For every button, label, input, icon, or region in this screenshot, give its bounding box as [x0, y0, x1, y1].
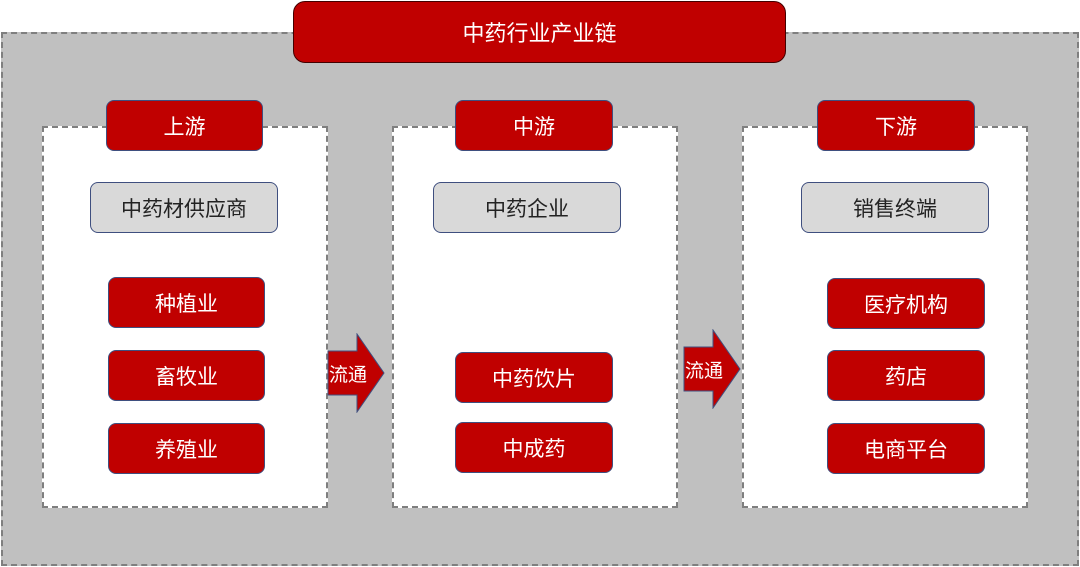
- downstream-tag: 下游: [817, 100, 975, 151]
- downstream-item: 医疗机构: [827, 278, 985, 329]
- upstream-header: 中药材供应商: [90, 182, 278, 233]
- right-arrow-icon: [327, 333, 385, 413]
- midstream-item: 中成药: [455, 422, 613, 473]
- downstream-item: 药店: [827, 350, 985, 401]
- right-arrow-icon: [683, 329, 741, 409]
- diagram-title: 中药行业产业链: [293, 1, 786, 63]
- flow-label: 流通: [329, 364, 368, 386]
- downstream-header: 销售终端: [801, 182, 989, 233]
- flow-label: 流通: [685, 360, 724, 382]
- flow-arrow-2: 流通: [683, 329, 741, 409]
- upstream-item: 畜牧业: [108, 350, 265, 401]
- midstream-header: 中药企业: [433, 182, 621, 233]
- upstream-item: 养殖业: [108, 423, 265, 474]
- midstream-tag: 中游: [455, 100, 613, 151]
- flow-arrow-1: 流通: [327, 333, 385, 413]
- upstream-tag: 上游: [106, 100, 263, 151]
- upstream-item: 种植业: [108, 277, 265, 328]
- downstream-item: 电商平台: [827, 423, 985, 474]
- midstream-item: 中药饮片: [455, 352, 613, 403]
